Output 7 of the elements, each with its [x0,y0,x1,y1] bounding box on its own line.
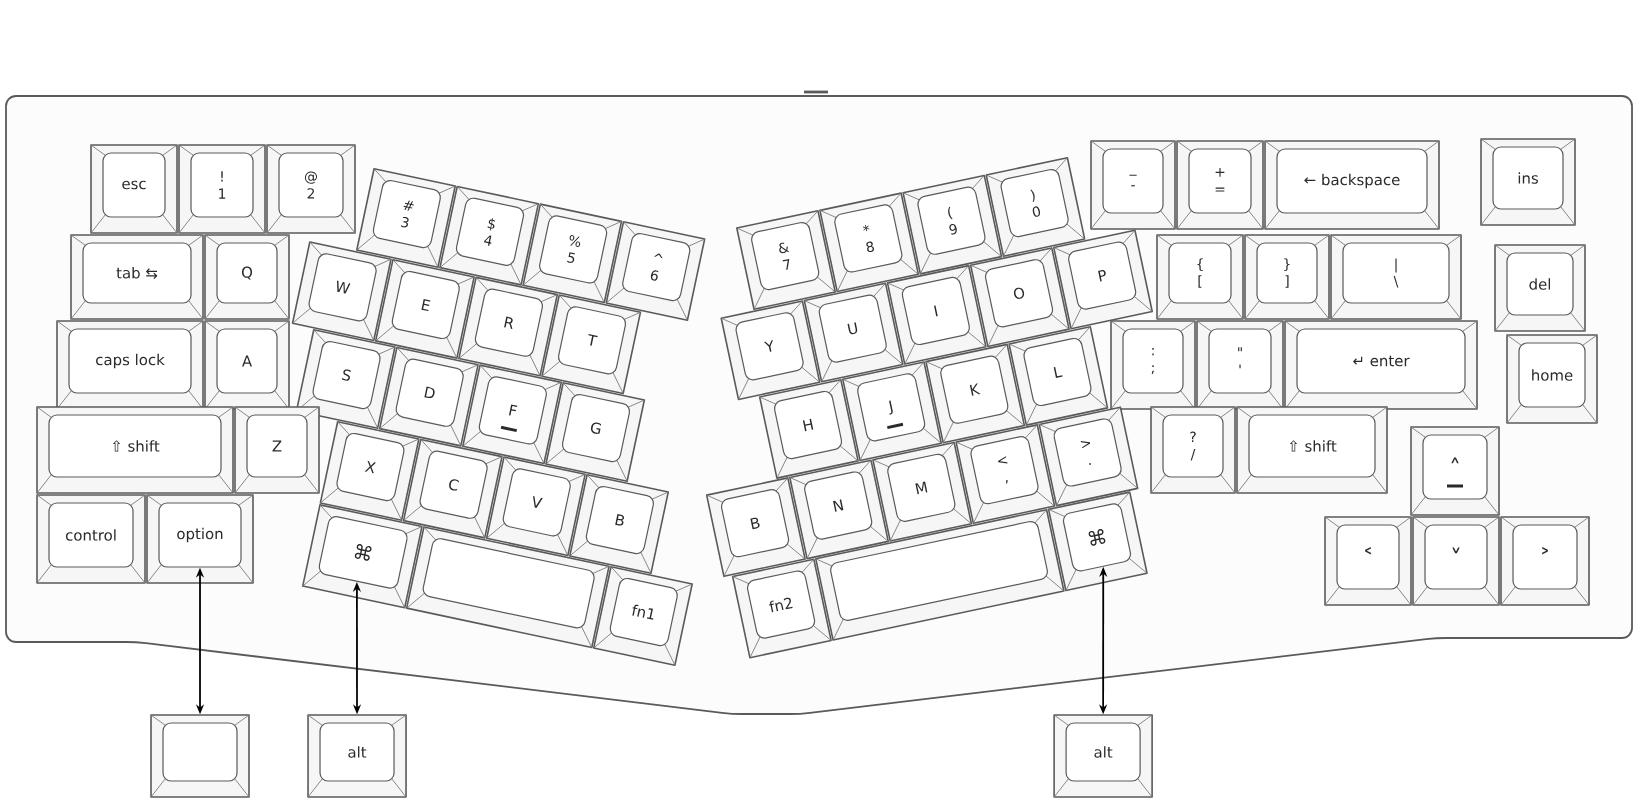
keycap: ˅ [1412,516,1500,606]
keycap: ˃ [1500,516,1590,606]
keycap: ⌘ [1047,491,1148,592]
keycap: ⌘ [301,504,423,609]
keycap: ˂ [1324,516,1412,606]
keycap: ˄ [1410,426,1500,516]
keycap [150,714,250,798]
